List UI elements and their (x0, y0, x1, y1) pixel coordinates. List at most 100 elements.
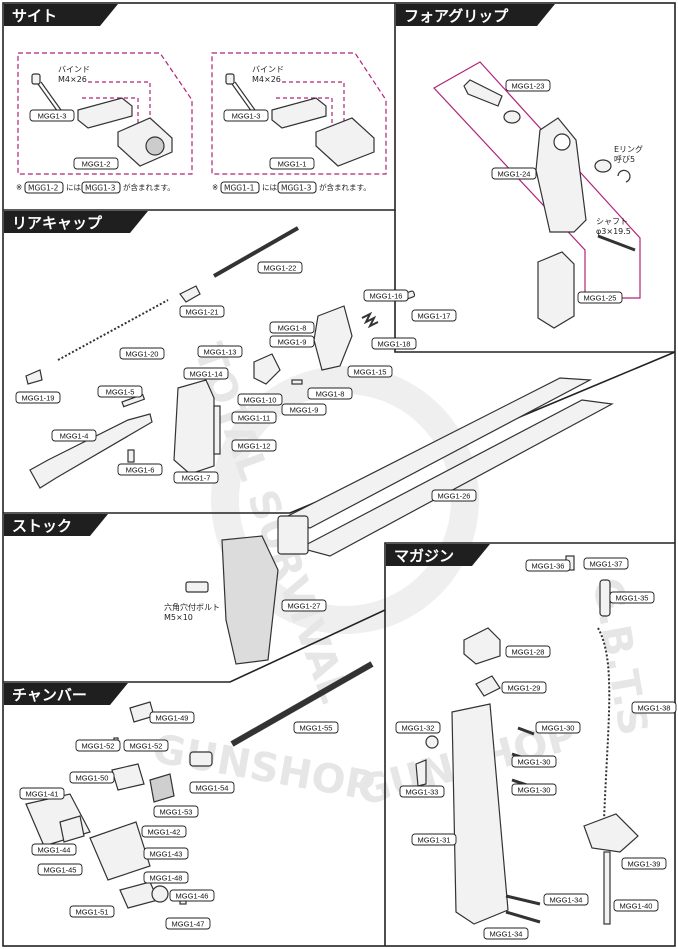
part-tag-label: MGG1-35 (616, 593, 649, 602)
part-tag-label: MGG1-27 (288, 601, 321, 610)
mag-spring (597, 627, 611, 821)
part-tag-p8b: MGG1-8 (307, 387, 353, 400)
part-tag-frame (631, 701, 677, 714)
part-tag-p11: MGG1-11 (231, 411, 277, 424)
sight-rear-left (117, 117, 173, 167)
part-tag-frame (307, 387, 353, 400)
chamber-lever (59, 815, 85, 843)
sight-mount-left (77, 97, 133, 129)
part-tag-frame (97, 385, 143, 398)
part-tag-p30b: MGG1-30 (511, 755, 557, 768)
part-tag-frame (483, 927, 529, 940)
part-tag-p5: MGG1-5 (97, 385, 143, 398)
part-tag-frame (73, 157, 119, 170)
part-tag-p3b: MGG1-3 (223, 109, 269, 122)
part-tag-p27: MGG1-27 (281, 599, 327, 612)
part-tag-frame (269, 335, 315, 348)
part-tag-frame (511, 755, 557, 768)
part-tag-label: MGG1-21 (186, 307, 219, 316)
part-tag-p55: MGG1-55 (293, 721, 339, 734)
handle-pin (121, 393, 146, 408)
label-bind-right: バインド (252, 65, 284, 74)
spring-cap (25, 369, 43, 385)
stock-buttpad (221, 535, 279, 665)
part-tag-frame (609, 591, 655, 604)
part-tag-label: MGG1-43 (150, 849, 183, 858)
part-tag-frame (37, 863, 83, 876)
part-tag-p4: MGG1-4 (51, 429, 97, 442)
part-tag-label: MGG1-42 (148, 827, 181, 836)
part-tag-frame (143, 847, 189, 860)
part-tag-p25: MGG1-25 (577, 291, 623, 304)
note-right-prefix: ※ (212, 183, 218, 192)
part-tag-label: MGG1-29 (508, 683, 541, 692)
part-tag-label: MGG1-30 (542, 723, 575, 732)
spring-guide-head (179, 285, 201, 303)
foregrip-pin (463, 79, 503, 107)
part-tag-label: MGG1-31 (418, 835, 451, 844)
part-tag-label: MGG1-7 (182, 473, 211, 482)
part-tag-label: MGG1-33 (406, 787, 439, 796)
part-tag-frame (143, 871, 189, 884)
part-tag-p9b: MGG1-9 (281, 403, 327, 416)
part-tag-p52b: MGG1-52 (123, 739, 169, 752)
latch-part (253, 353, 281, 385)
foregrip-eclip (617, 169, 631, 183)
barrel-spacer (189, 751, 213, 767)
part-tag-frame (237, 393, 283, 406)
sight-mount-right (271, 97, 327, 129)
part-tag-label: MGG1-30 (518, 757, 551, 766)
part-tag-p6: MGG1-6 (117, 463, 163, 476)
guide-rod (213, 226, 299, 278)
part-tag-label: MGG1-19 (22, 393, 55, 402)
part-tag-p54: MGG1-54 (189, 781, 235, 794)
part-tag-label: MGG1-40 (620, 901, 653, 910)
part-tag-label: MGG1-45 (44, 865, 77, 874)
part-tag-frame (123, 739, 169, 752)
note-right-mid: には (262, 183, 277, 192)
part-tag-label: MGG1-47 (172, 919, 205, 928)
part-tag-label: MGG1-48 (150, 873, 183, 882)
part-tag-label: MGG1-3 (232, 111, 261, 120)
part-tag-label: MGG1-24 (498, 169, 531, 178)
part-tag-label: MGG1-49 (156, 713, 189, 722)
part-tag-p33: MGG1-33 (399, 785, 445, 798)
part-tag-label: MGG1-41 (26, 789, 59, 798)
part-tag-label: MGG1-14 (190, 369, 223, 378)
foregrip-washer (594, 159, 612, 173)
part-tag-label: MGG1-25 (584, 293, 617, 302)
label-bind-left: バインド (58, 65, 90, 74)
latch-pin-small-b (291, 379, 303, 385)
part-tag-label: MGG1-5 (106, 387, 135, 396)
part-tag-frame (51, 429, 97, 442)
part-tag-label: MGG1-6 (126, 465, 155, 474)
part-tag-p47: MGG1-47 (165, 917, 211, 930)
part-tag-p49: MGG1-49 (149, 711, 195, 724)
part-tag-p39: MGG1-39 (621, 857, 667, 870)
part-tag-frame (153, 805, 199, 818)
part-tag-label: MGG1-20 (126, 349, 159, 358)
label-bind-right-size: M4×26 (252, 75, 281, 84)
part-tag-p53: MGG1-53 (153, 805, 199, 818)
label-ering-size: 呼び5 (614, 154, 635, 164)
part-number-tags: MGG1-3MGG1-2MGG1-3MGG1-1MGG1-23MGG1-24MG… (15, 79, 677, 940)
part-tag-p41: MGG1-41 (19, 787, 65, 800)
part-tag-label: MGG1-9 (278, 337, 307, 346)
part-tag-frame (179, 305, 225, 318)
part-tag-label: MGG1-2 (82, 159, 111, 168)
part-tag-p14: MGG1-14 (183, 367, 229, 380)
part-tag-p18: MGG1-18 (371, 337, 417, 350)
stock-bolt (185, 581, 209, 593)
foregrip-nut (503, 110, 521, 124)
part-tag-frame (69, 771, 115, 784)
part-tag-label: MGG1-16 (370, 291, 403, 300)
part-tag-label: MGG1-8 (316, 389, 345, 398)
part-tag-p37: MGG1-37 (583, 557, 629, 570)
part-tag-p29: MGG1-29 (501, 681, 547, 694)
part-tag-label: MGG1-8 (278, 323, 307, 332)
part-tag-frame (613, 899, 659, 912)
part-tag-frame (543, 893, 589, 906)
part-tag-frame (621, 857, 667, 870)
